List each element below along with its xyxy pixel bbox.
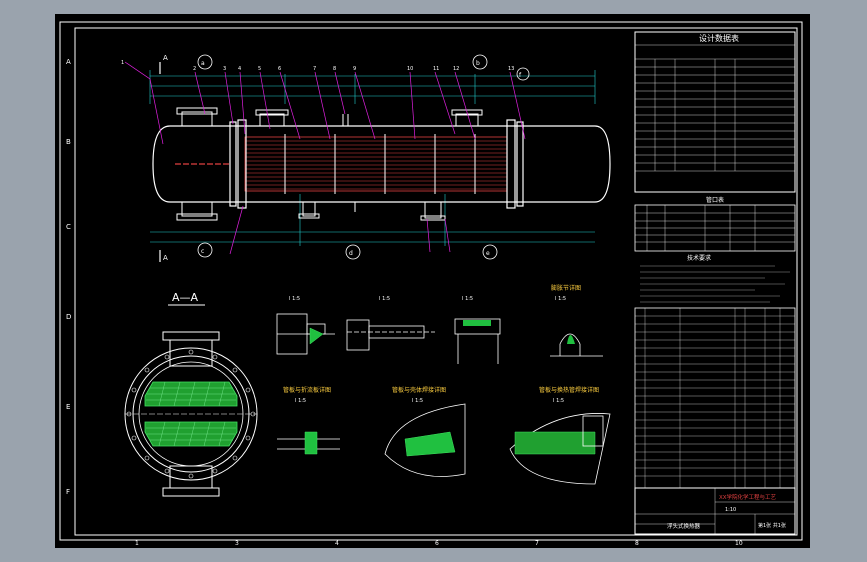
section-a-a-view: A—A: [124, 291, 258, 497]
nozzle-table-title: 管口表: [706, 196, 724, 204]
title-block-grid: [635, 488, 795, 534]
ref-number: 4: [335, 540, 339, 547]
detail-scale: I 1:5: [462, 296, 473, 302]
top-dimensions: [149, 70, 596, 104]
detail-scale: I 1:5: [379, 296, 390, 302]
ref-number: 6: [435, 540, 439, 547]
detail-title: 管板与换热管焊接详图: [539, 386, 599, 394]
top-nozzles: [176, 107, 483, 127]
ref-letter-b: B: [66, 138, 71, 146]
ref-letter-e: E: [66, 403, 70, 411]
nozzle-mark: c: [201, 248, 204, 255]
title-block-sheet: 第1张 共1张: [758, 522, 786, 529]
part-number: 3: [223, 66, 226, 72]
detail-scale: I 1:5: [295, 398, 306, 404]
section-marker: A: [163, 54, 168, 62]
parts-list-grid: [635, 308, 795, 488]
cad-viewport[interactable]: A B C D E F 1 3 4 6 7 8 10: [55, 14, 810, 548]
tech-req-lines: [640, 265, 790, 303]
ref-letter-d: D: [66, 313, 71, 321]
ref-letter-c: C: [66, 223, 71, 231]
title-block-scale: 1:10: [725, 507, 736, 513]
bottom-ref-numbers: 1 3 4 6 7 8 10: [135, 540, 743, 547]
part-number: 6: [278, 66, 281, 72]
nozzle-table-grid: [635, 205, 795, 251]
part-number: 7: [313, 66, 316, 72]
detail-title: 膨胀节详图: [551, 284, 581, 292]
detail-row-2: 管板与折流板详图 I 1:5 管板与壳体焊接详图 I 1:5 管板与换热管焊接详…: [277, 386, 611, 485]
detail-title: 管板与壳体焊接详图: [392, 386, 446, 394]
leader-lines: [124, 61, 526, 255]
detail-scale: I 1:5: [412, 398, 423, 404]
part-numbers: 1 2 3 4 5 6 7 8 9 10 11 12 13: [121, 60, 514, 72]
ref-number: 8: [635, 540, 639, 547]
section-title: A—A: [172, 291, 199, 304]
title-block-company: XX学院化学工程与工艺: [719, 493, 777, 501]
part-number: 1: [121, 60, 124, 66]
ref-number: 1: [135, 540, 139, 547]
shell-body: [152, 125, 611, 203]
reference-balloons: a b c d e f: [197, 54, 530, 260]
outer-frame: [59, 21, 803, 541]
title-block-drawing-name: 浮头式换热器: [667, 522, 701, 530]
ref-letter-f: F: [66, 488, 70, 496]
left-ref-letters: A B C D E F: [66, 58, 71, 496]
right-tables: 设计数据表 管口表 技术要求: [634, 31, 796, 535]
part-number: 10: [407, 66, 413, 72]
nozzle-mark: a: [201, 60, 205, 67]
part-number: 11: [433, 66, 439, 72]
inner-frame: [74, 27, 798, 536]
part-number: 13: [508, 66, 514, 72]
nozzle-mark: b: [476, 60, 480, 67]
tube-grid: [146, 381, 236, 447]
ref-number: 10: [735, 540, 743, 547]
detail-row-1: I 1:5 I 1:5 I 1:5 膨胀节详图 I 1:5: [276, 284, 603, 364]
part-number: 5: [258, 66, 261, 72]
ref-letter-a: A: [66, 58, 71, 66]
part-number: 12: [453, 66, 459, 72]
design-data-title: 设计数据表: [699, 33, 739, 43]
part-number: 8: [333, 66, 336, 72]
tech-req-title: 技术要求: [687, 254, 711, 262]
ref-number: 7: [535, 540, 539, 547]
part-number: 4: [238, 66, 241, 72]
design-data-grid: [635, 44, 795, 172]
bottom-nozzles: [176, 201, 446, 221]
nozzle-mark: f: [519, 72, 522, 79]
detail-title: 管板与折流板详图: [283, 386, 331, 394]
section-marker: A: [163, 254, 168, 262]
tube-bundle: [244, 134, 508, 194]
nozzle-mark: e: [486, 250, 490, 257]
tube-sheets: [175, 119, 524, 209]
detail-scale: I 1:5: [553, 398, 564, 404]
part-number: 9: [353, 66, 356, 72]
part-number: 2: [193, 66, 196, 72]
main-elevation-view: a b c d e f 1 2 3 4 5 6 7 8 9 10 11 12 1…: [121, 54, 611, 262]
cad-drawing: A B C D E F 1 3 4 6 7 8 10: [59, 21, 803, 547]
ref-number: 3: [235, 540, 239, 547]
detail-scale: I 1:5: [555, 296, 566, 302]
nozzle-mark: d: [349, 250, 353, 257]
detail-scale: I 1:5: [289, 296, 300, 302]
